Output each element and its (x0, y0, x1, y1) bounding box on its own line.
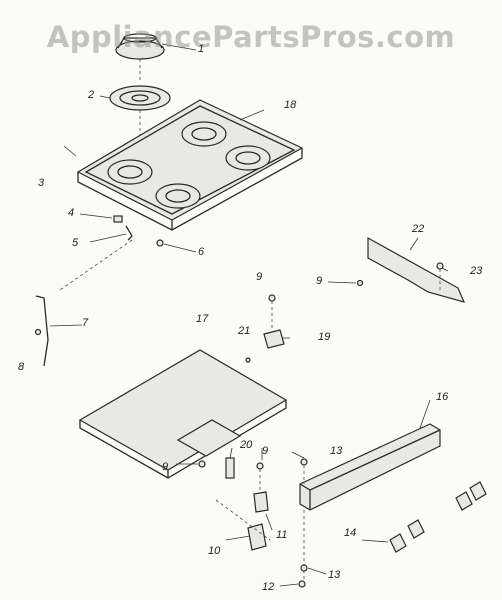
callout-13-lower: 13 (328, 569, 341, 581)
callout-1: 1 (198, 43, 205, 55)
control-knobs (389, 481, 487, 553)
callout-12: 12 (262, 581, 275, 593)
callout-4: 4 (68, 207, 75, 219)
cooktop (76, 99, 304, 231)
callout-2: 2 (88, 89, 95, 101)
rear-bracket (356, 236, 466, 303)
callout-20: 20 (240, 439, 253, 451)
callout-10: 10 (208, 545, 221, 557)
callout-16: 16 (436, 391, 449, 403)
callout-19: 19 (318, 331, 331, 343)
mounting-clip (245, 294, 285, 363)
callout-14: 14 (344, 527, 357, 539)
callout-8: 8 (18, 361, 25, 373)
callout-17: 17 (196, 313, 209, 325)
callout-6: 6 (198, 246, 205, 258)
drip-bowl (109, 85, 171, 111)
callout-18: 18 (284, 99, 297, 111)
lower-fasteners (198, 457, 271, 551)
front-rail (298, 423, 441, 588)
burner-cap (115, 33, 165, 60)
callout-9-upper: 9 (256, 271, 263, 283)
callout-5: 5 (72, 237, 79, 249)
callout-11: 11 (276, 529, 288, 541)
callout-3: 3 (38, 177, 45, 189)
callout-21: 21 (238, 325, 251, 337)
callout-9-bracket: 9 (316, 275, 323, 287)
callout-9-rail: 9 (262, 445, 269, 457)
callout-22: 22 (412, 223, 425, 235)
callout-9-panel: 9 (162, 461, 169, 473)
hinge-parts (59, 215, 164, 291)
leader-lines (49, 43, 449, 587)
bottom-panel (78, 349, 288, 479)
callout-23: 23 (470, 265, 483, 277)
callout-7: 7 (82, 317, 89, 329)
support-rod (34, 295, 49, 367)
watermark-logo: AppliancePartsPros.com (46, 20, 456, 54)
callout-13-upper: 13 (330, 445, 343, 457)
